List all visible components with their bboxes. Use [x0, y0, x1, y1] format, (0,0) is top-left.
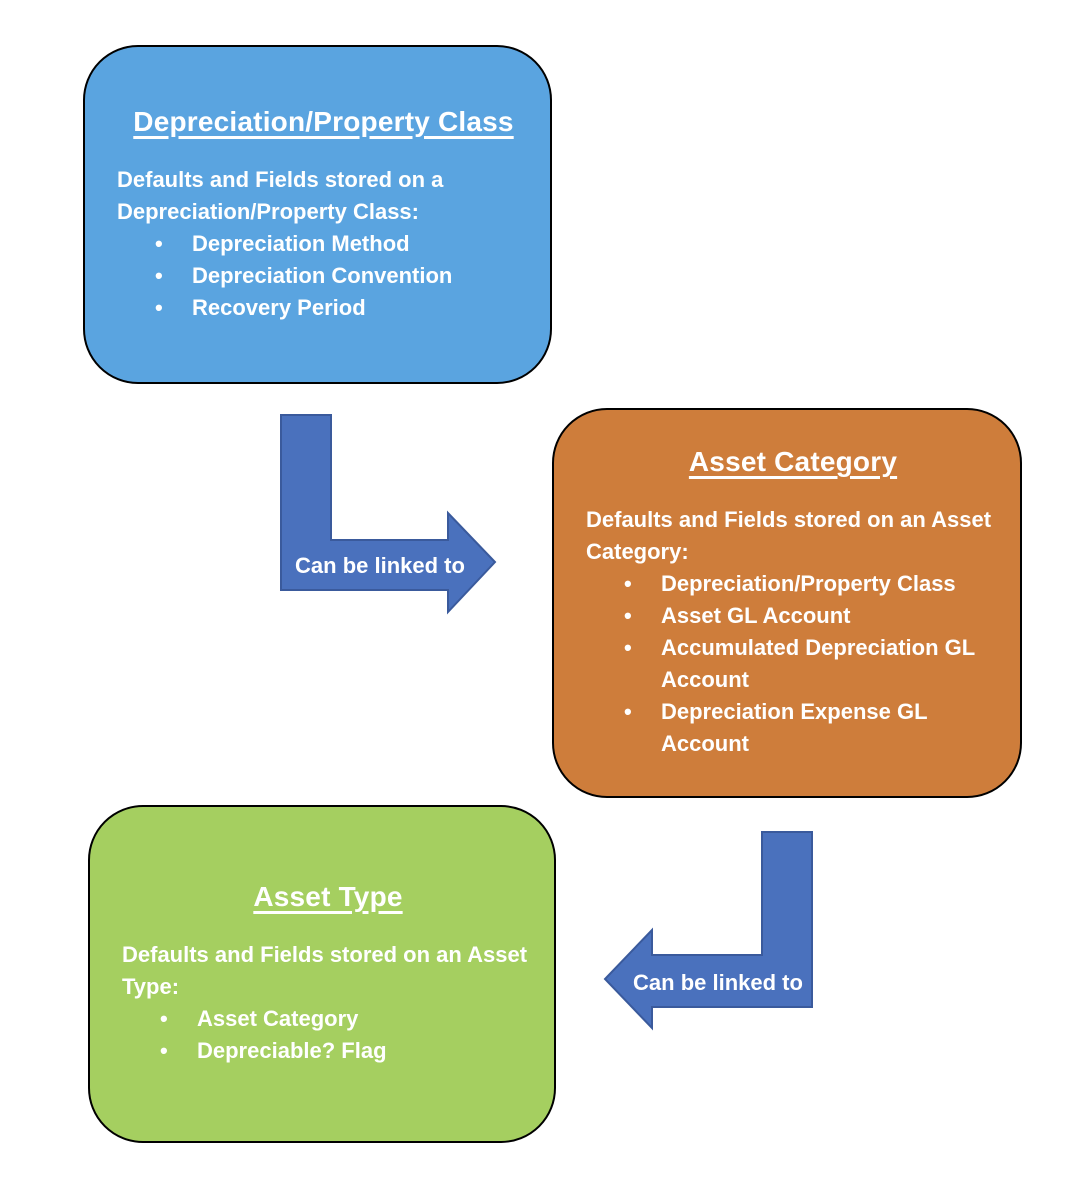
- bullet-dot-icon: •: [624, 571, 632, 596]
- connector-label-bottom: Can be linked to: [633, 970, 803, 995]
- bullet-list: • Asset Category • Depreciable? Flag: [122, 1003, 534, 1067]
- node-asset-category: Asset Category Defaults and Fields store…: [552, 408, 1022, 798]
- bullet-dot-icon: •: [624, 635, 632, 660]
- connector-label-top: Can be linked to: [295, 553, 465, 578]
- bullet-dot-icon: •: [155, 294, 163, 320]
- bullet-text: Depreciation/Property Class: [661, 571, 956, 596]
- node-intro: Defaults and Fields stored on a Deprecia…: [117, 166, 444, 224]
- node-title: Asset Category: [688, 446, 898, 477]
- bullet-text: Asset Category: [197, 1006, 359, 1031]
- bullet-dot-icon: •: [155, 262, 163, 288]
- bullet-text: Asset GL Account: [661, 603, 851, 628]
- bullet-item: • Depreciation Method: [155, 228, 530, 260]
- bullet-text: Recovery Period: [192, 294, 366, 320]
- bullet-item: • Depreciation/Property Class: [624, 568, 1000, 600]
- bullet-item: • Depreciable? Flag: [160, 1035, 534, 1067]
- bullet-item: • Asset GL Account: [624, 600, 1000, 632]
- bullet-text: Depreciation Method: [192, 230, 410, 256]
- bullet-item: • Recovery Period: [155, 292, 530, 324]
- elbow-arrow-right-icon: [280, 414, 497, 615]
- bullet-text: Accumulated Depreciation GL Account: [661, 635, 976, 692]
- bullet-item: • Accumulated Depreciation GL Account: [624, 632, 1000, 696]
- bullet-list: • Depreciation Method • Depreciation Conven…: [117, 228, 530, 324]
- node-intro: Defaults and Fields stored on an Asset C…: [586, 507, 992, 564]
- bullet-item: • Depreciation Expense GL Account: [624, 696, 1000, 760]
- bullet-dot-icon: •: [155, 230, 163, 256]
- node-title: Depreciation/Property Class: [133, 105, 514, 137]
- bullet-text: Depreciation Convention: [192, 262, 453, 288]
- bullet-dot-icon: •: [624, 603, 632, 628]
- elbow-arrow-left-icon: [603, 831, 813, 1031]
- bullet-text: Depreciable? Flag: [197, 1038, 387, 1063]
- bullet-item: • Asset Category: [160, 1003, 534, 1035]
- node-asset-type: Asset Type Defaults and Fields stored on…: [88, 805, 556, 1143]
- bullet-item: • Depreciation Convention: [155, 260, 530, 292]
- bullet-dot-icon: •: [160, 1006, 168, 1031]
- bullet-dot-icon: •: [160, 1038, 168, 1063]
- node-depreciation-property-class: Depreciation/Property Class Defaults and…: [83, 45, 552, 384]
- bullet-list: • Depreciation/Property Class • Asset GL Ac…: [586, 568, 1000, 760]
- bullet-text: Depreciation Expense GL Account: [661, 699, 928, 756]
- bullet-dot-icon: •: [624, 699, 632, 724]
- node-title: Asset Type: [253, 881, 403, 912]
- node-intro: Defaults and Fields stored on an Asset T…: [122, 942, 528, 999]
